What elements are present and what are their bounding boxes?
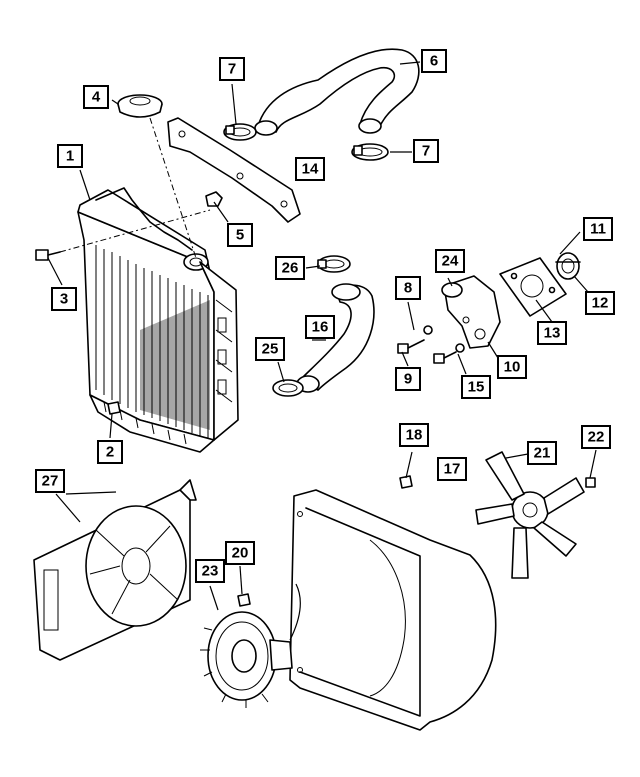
drain-plug-2 — [107, 401, 121, 415]
hose-clamp-upper-right — [351, 143, 389, 161]
callout-label: 17 — [444, 461, 461, 478]
radiator-core-fins — [95, 245, 210, 438]
thermostat-gasket — [499, 257, 567, 317]
fan-shroud — [289, 489, 497, 731]
callout-label: 16 — [312, 319, 329, 336]
callout-label: 26 — [282, 260, 299, 277]
callout-label: 13 — [544, 325, 561, 342]
thermostat — [555, 252, 581, 280]
fan-bolt-22 — [585, 477, 596, 488]
engine-fan — [475, 451, 585, 579]
callout-18: 18 — [399, 423, 429, 447]
fan-clutch — [200, 611, 293, 708]
radiator-bolt-3 — [35, 209, 211, 261]
callout-9: 9 — [395, 367, 421, 391]
callout-label: 14 — [302, 161, 319, 178]
callout-label: 25 — [262, 341, 279, 358]
bolt-20 — [237, 593, 251, 607]
callout-label: 21 — [534, 445, 551, 462]
callout-5: 5 — [227, 223, 253, 247]
callout-label: 15 — [468, 379, 485, 396]
callout-label: 5 — [236, 227, 244, 244]
callout-25: 25 — [255, 337, 285, 361]
callout-15: 15 — [461, 375, 491, 399]
callout-label: 22 — [588, 429, 605, 446]
callout-label: 27 — [42, 473, 59, 490]
callout-label: 4 — [92, 89, 101, 106]
electric-fan-assembly — [33, 479, 197, 661]
leader-lines — [47, 61, 597, 641]
hose-clamp-upper-left — [223, 123, 257, 141]
callout-label: 3 — [60, 291, 68, 308]
callout-4: 4 — [83, 85, 109, 109]
callout-22: 22 — [581, 425, 611, 449]
callout-label: 7 — [422, 143, 430, 160]
callout-label: 18 — [406, 427, 423, 444]
callout-20: 20 — [225, 541, 255, 565]
bolt-9 — [397, 339, 425, 354]
callout-label: 11 — [590, 221, 606, 238]
callout-label: 6 — [430, 53, 438, 70]
thermostat-housing — [441, 275, 501, 349]
callout-26: 26 — [275, 256, 305, 280]
callout-label: 7 — [228, 61, 236, 78]
callout-16: 16 — [305, 315, 335, 339]
bolt-15 — [433, 343, 465, 364]
callout-label: 9 — [404, 371, 412, 388]
callout-label: 10 — [504, 359, 521, 376]
nut-5 — [205, 191, 223, 207]
callout-label: 2 — [106, 444, 114, 461]
callout-6: 6 — [421, 49, 447, 73]
callout-11: 11 — [583, 217, 613, 241]
washer-8 — [423, 325, 433, 335]
callout-24: 24 — [435, 249, 465, 273]
radiator-support-bracket — [167, 117, 301, 223]
callout-23: 23 — [195, 559, 225, 583]
hose-clamp-25 — [272, 379, 304, 397]
callout-14: 14 — [295, 157, 325, 181]
callout-label: 12 — [592, 295, 609, 312]
callout-7-upper: 7 — [219, 57, 245, 81]
callout-12: 12 — [585, 291, 615, 315]
callout-3: 3 — [51, 287, 77, 311]
callout-10: 10 — [497, 355, 527, 379]
callout-17: 17 — [437, 457, 467, 481]
callout-27: 27 — [35, 469, 65, 493]
callout-8: 8 — [395, 276, 421, 300]
radiator — [77, 187, 239, 453]
callout-label: 20 — [232, 545, 249, 562]
callout-1: 1 — [57, 144, 83, 168]
hose-clamp-26 — [317, 255, 351, 273]
upper-radiator-hose — [254, 48, 420, 136]
callout-13: 13 — [537, 321, 567, 345]
radiator-cap — [117, 94, 197, 259]
callout-2: 2 — [97, 440, 123, 464]
callout-21: 21 — [527, 441, 557, 465]
callout-label: 1 — [66, 148, 74, 165]
callout-label: 23 — [202, 563, 219, 580]
callout-label: 8 — [404, 280, 412, 297]
callout-label: 24 — [442, 253, 459, 270]
callout-7-lower: 7 — [413, 139, 439, 163]
